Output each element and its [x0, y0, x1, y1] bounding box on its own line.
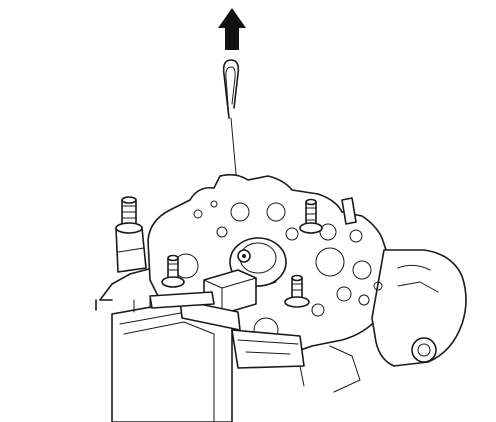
- up-arrow-icon: [218, 8, 246, 50]
- left-stud-bolt: [115, 196, 147, 273]
- lower-terminal-stud: [284, 274, 310, 308]
- right-terminal-stud: [299, 198, 323, 234]
- brush-holder-assembly: [95, 173, 467, 422]
- connector-housing: [111, 291, 241, 422]
- left-terminal-stud: [161, 254, 185, 288]
